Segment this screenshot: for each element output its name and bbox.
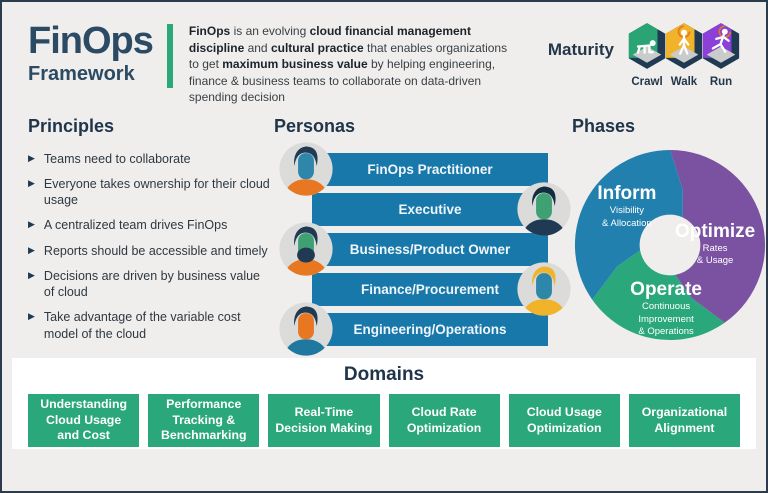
maturity-hexagons: Crawl Walk Run xyxy=(626,22,742,88)
crawl-person-icon xyxy=(626,23,668,74)
phases-donut-chart xyxy=(574,149,766,340)
divider-bar xyxy=(166,24,173,88)
principle-text: Reports should be accessible and timely xyxy=(43,243,268,258)
brand-logo: FinOps Framework xyxy=(28,20,154,86)
phases-cycle-diagram: Inform Visibility & Allocation Optimize … xyxy=(572,147,766,343)
persona-banner: FinOps Practitioner xyxy=(312,152,548,186)
persona-avatar xyxy=(516,261,572,317)
intro-run: maximum business value xyxy=(222,57,368,72)
phase-label-operate: Operate Continuous Improvement & Operati… xyxy=(630,279,702,338)
intro-run: is an evolving xyxy=(230,24,310,38)
persona-avatar xyxy=(278,301,334,357)
personas-section: Personas FinOps Practitioner Executive B… xyxy=(274,108,571,356)
intro-run: cloud financial management discipline xyxy=(188,24,471,55)
phases-section: Phases Inform Visibility & Allocation Op… xyxy=(566,108,766,353)
principle-item: ▶ Take advantage of the variable cost mod… xyxy=(28,309,270,342)
principle-text: A centralized team drives FinOps xyxy=(43,218,228,233)
domain-box: Real-Time Decision Making xyxy=(268,394,380,447)
main-columns: Principles ▶ Teams need to collaborate ▶ Ev… xyxy=(2,106,766,356)
brand-subtitle: Framework xyxy=(28,63,135,85)
phase-label-optimize: Optimize Rates & Usage xyxy=(674,220,756,267)
phases-title: Phases xyxy=(572,115,636,136)
personas-title: Personas xyxy=(274,115,356,136)
domain-box: Cloud Usage Optimization xyxy=(508,394,620,447)
intro-run: cultural practice xyxy=(270,40,364,55)
domains-section: Domains Understanding Cloud Usage and Co… xyxy=(12,358,756,449)
persona-banner: Engineering/Operations xyxy=(312,312,548,346)
walk-person-icon xyxy=(663,23,705,74)
domain-box: Organizational Alignment xyxy=(628,394,741,447)
persona-row: Finance/Procurement xyxy=(274,262,571,316)
triangle-bullet-icon: ▶ xyxy=(28,219,35,230)
domain-box: Performance Tracking & Benchmarking xyxy=(148,394,260,447)
principle-text: Everyone takes ownership for their cloud… xyxy=(43,176,270,208)
principle-item: ▶ Teams need to collaborate xyxy=(28,151,270,167)
persona-banner: Business/Product Owner xyxy=(312,232,548,266)
persona-row: Engineering/Operations xyxy=(274,302,566,356)
phase-label-inform: Inform Visibility & Allocation xyxy=(597,183,657,229)
persona-row: Business/Product Owner xyxy=(274,222,566,276)
persona-row: Executive xyxy=(274,182,571,236)
principles-section: Principles ▶ Teams need to collaborate ▶ Ev… xyxy=(28,108,270,353)
maturity-level-crawl: Crawl xyxy=(626,22,668,88)
intro-text: FinOps is an evolving cloud financial ma… xyxy=(189,22,517,106)
intro-run: by helping engineering, finance & busine… xyxy=(188,57,496,105)
triangle-bullet-icon: ▶ xyxy=(28,152,35,163)
persona-avatar xyxy=(278,221,334,277)
domains-title: Domains xyxy=(343,364,425,385)
principle-item: ▶ A centralized team drives FinOps xyxy=(28,217,270,233)
phase-segment-operate xyxy=(592,250,725,340)
triangle-bullet-icon: ▶ xyxy=(28,177,35,188)
persona-banner: Finance/Procurement xyxy=(312,272,548,306)
persona-row: FinOps Practitioner xyxy=(274,142,566,196)
triangle-bullet-icon: ▶ xyxy=(28,244,35,255)
maturity-section: Maturity Crawl Walk Run xyxy=(548,22,756,88)
triangle-bullet-icon: ▶ xyxy=(28,269,35,280)
principle-item: ▶ Reports should be accessible and timely xyxy=(28,243,270,259)
principle-item: ▶ Decisions are driven by business value … xyxy=(28,268,270,301)
maturity-level-walk: Walk xyxy=(663,22,705,88)
principle-item: ▶ Everyone takes ownership for their clou… xyxy=(28,176,270,209)
phase-segment-optimize xyxy=(670,149,766,323)
persona-avatar xyxy=(278,141,334,197)
intro-run: that enables organizations to get xyxy=(188,40,508,72)
phase-segment-inform xyxy=(574,149,683,300)
run-person-icon xyxy=(700,23,742,74)
maturity-level-label: Crawl xyxy=(631,76,663,88)
principles-title: Principles xyxy=(28,115,115,136)
domain-box: Cloud Rate Optimization xyxy=(388,394,500,447)
personas-list: FinOps Practitioner Executive Business/P… xyxy=(274,142,571,356)
persona-avatar xyxy=(516,181,572,237)
triangle-bullet-icon: ▶ xyxy=(28,311,35,322)
persona-banner: Executive xyxy=(312,192,548,226)
header: FinOps Framework FinOps is an evolving c… xyxy=(2,2,766,106)
maturity-level-label: Run xyxy=(709,76,733,88)
domain-box: Understanding Cloud Usage and Cost xyxy=(28,394,140,447)
principle-text: Take advantage of the variable cost mode… xyxy=(43,310,241,341)
maturity-title: Maturity xyxy=(547,40,614,59)
brand-name: FinOps xyxy=(28,20,154,62)
maturity-level-run: Run xyxy=(700,22,742,88)
principle-text: Teams need to collaborate xyxy=(43,151,191,166)
principle-text: Decisions are driven by business value o… xyxy=(43,268,261,300)
intro-run: FinOps xyxy=(188,24,231,38)
principles-list: ▶ Teams need to collaborate ▶ Everyone take… xyxy=(28,151,270,342)
intro-run: and xyxy=(244,40,271,55)
maturity-level-label: Walk xyxy=(670,76,698,88)
